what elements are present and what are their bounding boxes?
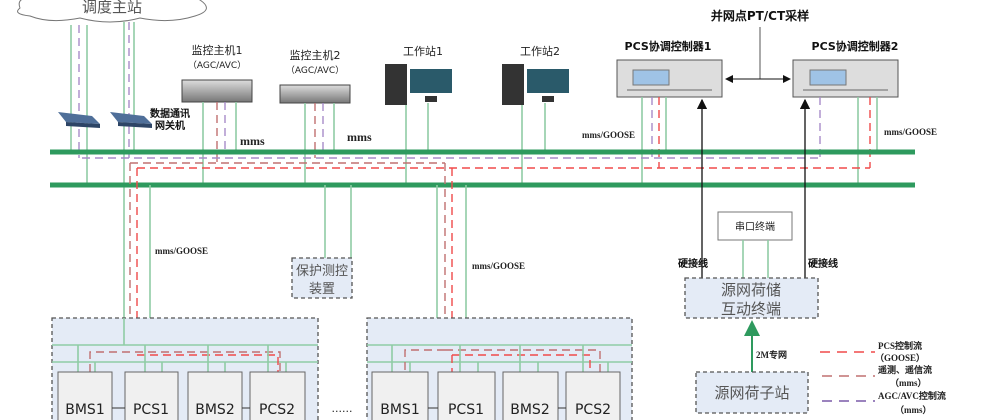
device-label: BMS1: [65, 402, 104, 418]
storage-group-2: BMS1 PCS1 BMS2 PCS2: [366, 317, 633, 420]
device-label: PCS1: [133, 402, 169, 418]
server-icon: [279, 84, 351, 104]
controller-2-name: PCS协调控制器2: [812, 39, 899, 53]
storage-group-1: BMS1 PCS1 BMS2 PCS2: [51, 317, 319, 420]
device-label: BMS2: [510, 402, 549, 418]
legend-label: AGC/AVC控制流: [878, 390, 946, 401]
controller-device-icon: [792, 59, 899, 98]
host-2-name: 监控主机2: [290, 48, 341, 62]
interaction-terminal-box: [684, 277, 819, 319]
substation-box: [695, 371, 809, 414]
workstation-2-name: 工作站2: [520, 44, 560, 58]
protection-device-box: [291, 257, 353, 299]
server-icon: [181, 79, 253, 103]
computer-icon: [502, 64, 569, 105]
mms-label: mms: [240, 134, 265, 148]
device-label: BMS1: [380, 402, 419, 418]
serial-terminal-box: [717, 211, 793, 241]
workstation-1-name: 工作站1: [403, 44, 443, 58]
mms-label: mms: [347, 130, 372, 144]
dispatch-center-cloud: 调度主站: [17, 0, 207, 23]
host-2-sub: （AGC/AVC）: [286, 65, 344, 76]
device-label: PCS2: [259, 402, 295, 418]
legend-label: （mms）: [890, 378, 927, 388]
device-label: PCS1: [448, 402, 484, 418]
legend-label: 遥测、遥信流: [878, 364, 932, 375]
controller-device-icon: [616, 59, 723, 98]
mms-goose-label: mms/GOOSE: [472, 261, 525, 271]
legend: PCS控制流 （GOOSE） 遥测、遥信流 （mms） AGC/AVC控制流 （…: [820, 340, 946, 415]
controller-1-name: PCS协调控制器1: [625, 39, 712, 53]
gateway-label: 数据通讯: [150, 107, 190, 120]
legend-label: （mms）: [895, 405, 932, 415]
hardwire-label: 硬接线: [678, 257, 708, 270]
legend-label: （GOOSE）: [875, 353, 925, 363]
gateway-icon: [58, 112, 152, 128]
protection-label: 保护测控: [296, 264, 348, 279]
substation-label: 源网荷子站: [714, 384, 789, 402]
dispatch-center-label: 调度主站: [82, 0, 142, 16]
mms-goose-label: mms/GOOSE: [884, 127, 937, 137]
ellipsis: ......: [332, 402, 353, 415]
protection-label: 装置: [309, 282, 335, 297]
mms-goose-label: mms/GOOSE: [582, 130, 635, 140]
device-label: PCS2: [575, 402, 611, 418]
gateway-label: 网关机: [155, 119, 185, 132]
grid-sampling-label: 并网点PT/CT采样: [711, 8, 809, 23]
host-1-name: 监控主机1: [192, 43, 243, 57]
mms-goose-label: mms/GOOSE: [155, 246, 208, 256]
hardwire-label: 硬接线: [808, 257, 838, 270]
interaction-terminal-label: 互动终端: [721, 300, 781, 318]
host-1-sub: （AGC/AVC）: [188, 60, 246, 71]
serial-terminal-label: 串口终端: [735, 220, 775, 233]
computer-icon: [385, 64, 452, 105]
legend-label: PCS控制流: [878, 340, 922, 351]
device-label: BMS2: [195, 402, 234, 418]
private-net-label: 2M专网: [756, 349, 787, 360]
interaction-terminal-label: 源网荷储: [721, 281, 781, 299]
